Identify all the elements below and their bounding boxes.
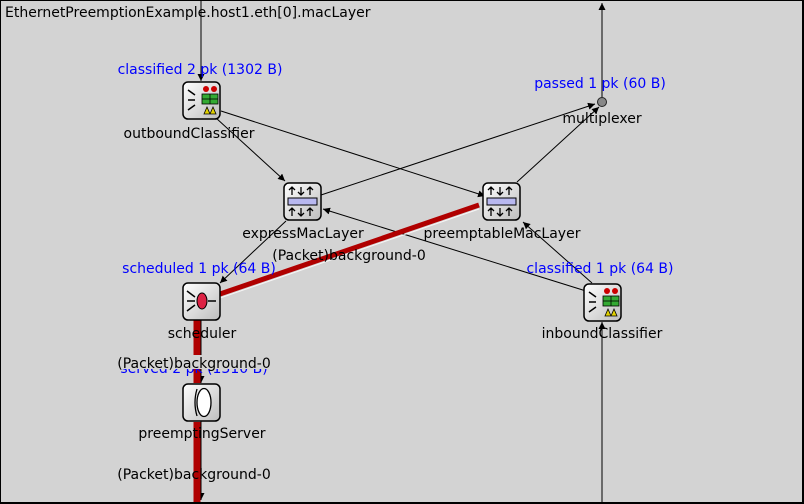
- conn-inbound-to-express: [322, 207, 587, 292]
- classifier-icon: [583, 283, 622, 322]
- preemptingServer-name: preemptingServer: [138, 426, 265, 442]
- packet-label-backdrop: [119, 355, 269, 369]
- module-path-title: EthernetPreemptionExample.host1.eth[0].m…: [5, 5, 371, 21]
- conn-inbound-to-preemptable: [522, 221, 593, 284]
- packet-label[interactable]: (Packet)background-0: [117, 356, 271, 372]
- module-preemptableMacLayer[interactable]: preemptableMacLayer: [424, 182, 581, 242]
- packet-flow-preemptable-to-scheduler-highlight: [219, 208, 480, 299]
- multiplexer-name: multiplexer: [562, 111, 641, 127]
- inboundClassifier-name: inboundClassifier: [542, 326, 663, 342]
- multiplexer-stat: passed 1 pk (60 B): [534, 76, 666, 92]
- conn-outbound-to-preemptable: [220, 110, 486, 198]
- scheduler-icon: [182, 282, 221, 321]
- module-scheduler[interactable]: scheduled 1 pk (64 B) scheduler: [122, 261, 276, 342]
- outboundClassifier-stat: classified 2 pk (1302 B): [118, 62, 283, 78]
- multiplexer-dot-icon: [597, 97, 607, 107]
- preemptableMacLayer-name: preemptableMacLayer: [424, 226, 581, 242]
- conn-preemptable-to-multiplexer: [516, 106, 600, 183]
- classifier-icon: [182, 81, 221, 120]
- packet-label[interactable]: (Packet)background-0: [272, 248, 426, 264]
- conn-outbound-to-express: [215, 117, 286, 182]
- mac-layer-icon: [283, 182, 322, 221]
- conn-express-to-multiplexer: [320, 102, 596, 196]
- server-icon: [182, 383, 221, 422]
- packet-flows: [193, 202, 480, 502]
- scheduler-name: scheduler: [168, 326, 237, 342]
- expressMacLayer-name: expressMacLayer: [242, 226, 364, 242]
- scheduler-stat: scheduled 1 pk (64 B): [122, 261, 276, 277]
- outboundClassifier-name: outboundClassifier: [124, 126, 255, 142]
- module-multiplexer[interactable]: passed 1 pk (60 B) multiplexer: [534, 76, 666, 127]
- module-outboundClassifier[interactable]: classified 2 pk (1302 B) outboundClassif…: [118, 62, 283, 142]
- module-preemptingServer[interactable]: served 2 pk (1310 B) (Packet)background-…: [117, 355, 271, 442]
- connections: [197, 1, 606, 502]
- module-inboundClassifier[interactable]: classified 1 pk (64 B) inboundClassifier: [526, 261, 673, 342]
- inboundClassifier-stat: classified 1 pk (64 B): [526, 261, 673, 277]
- packet-flow-preemptable-to-scheduler: [219, 202, 480, 297]
- module-expressMacLayer[interactable]: expressMacLayer: [242, 182, 364, 242]
- conn-express-to-scheduler: [219, 220, 287, 284]
- packet-label[interactable]: (Packet)background-0: [117, 467, 271, 483]
- mac-layer-icon: [482, 182, 521, 221]
